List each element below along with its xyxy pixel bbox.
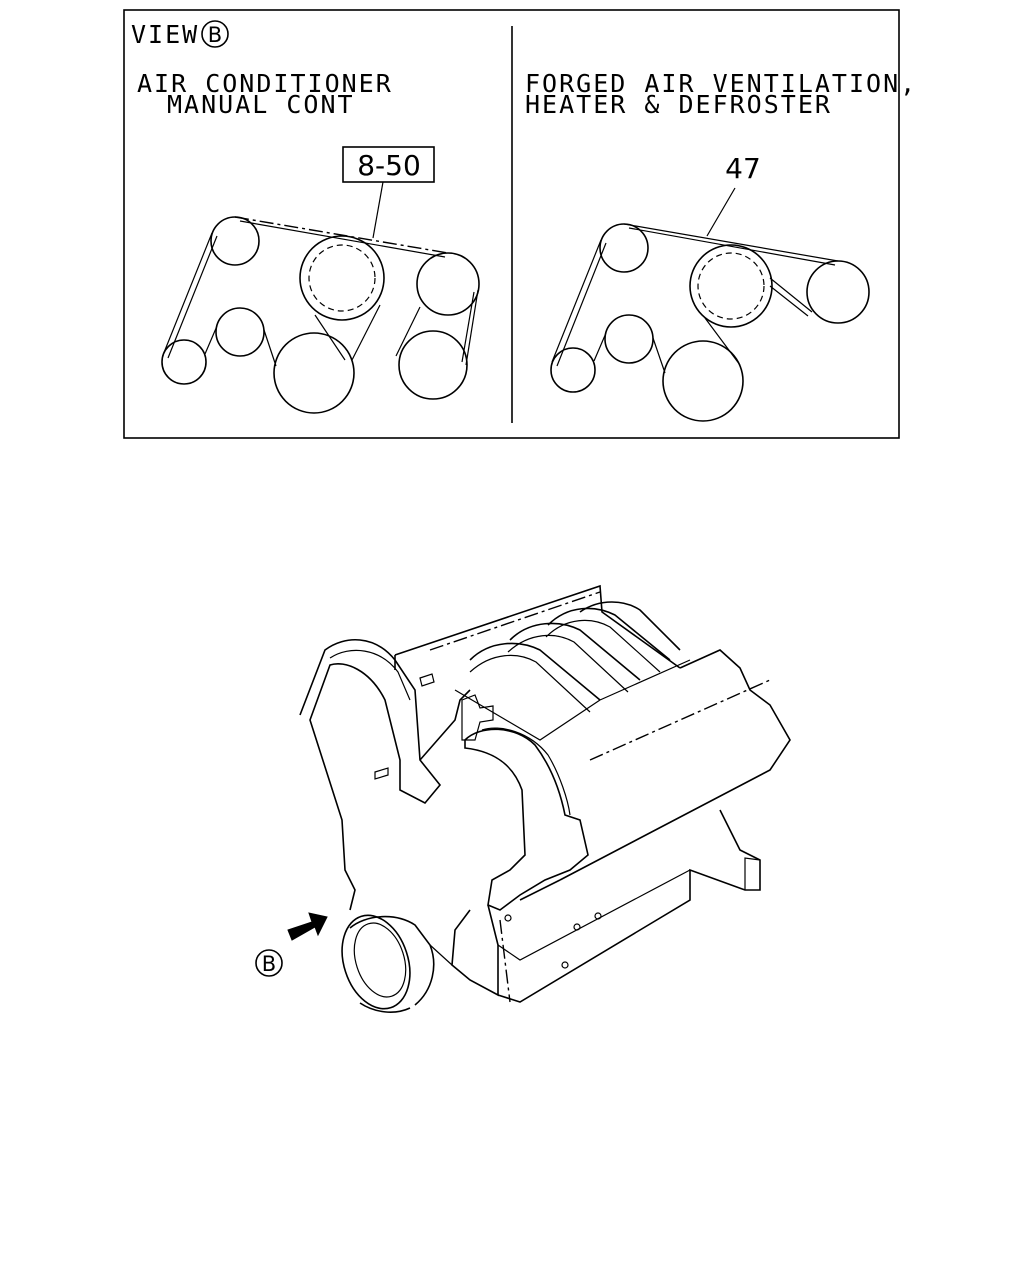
crank-pulley xyxy=(273,332,355,414)
left-panel-air-conditioner: AIR CONDITIONER MANUAL CONT 8-50 xyxy=(137,69,480,414)
detail-box-border xyxy=(123,9,900,439)
view-direction-arrow xyxy=(287,912,328,941)
pulley xyxy=(550,347,596,393)
view-b-detail-box: VIEW B AIR CONDITIONER MANUAL CONT 8-50 xyxy=(123,9,917,439)
pulley xyxy=(398,330,468,400)
pulley xyxy=(210,216,260,266)
engine-view-marker-letter: B xyxy=(262,952,276,976)
leader-line xyxy=(706,187,736,237)
intake-plenum xyxy=(394,584,681,669)
intake-runners xyxy=(454,601,681,741)
timing-cover-left xyxy=(299,639,471,911)
bolt xyxy=(374,767,389,780)
part-ref-8-50: 8-50 xyxy=(357,149,421,182)
leader-line xyxy=(372,181,384,239)
right-panel-title-line2: HEATER & DEFROSTER xyxy=(525,90,832,119)
left-panel-title-line1: AIR CONDITIONER xyxy=(137,69,393,98)
pulley xyxy=(161,339,207,385)
compressor-pulley xyxy=(299,235,385,321)
pulley-hub xyxy=(697,252,765,320)
cylinder-head xyxy=(519,649,791,901)
idler-pulley xyxy=(604,314,654,364)
idler-pulley xyxy=(215,307,265,357)
view-marker-circle: B xyxy=(255,949,283,977)
crank-pulley xyxy=(662,340,744,422)
view-marker-letter: B xyxy=(208,23,222,47)
pulley xyxy=(599,223,649,273)
right-panel-forged-air: FORGED AIR VENTILATION, HEATER & DEFROST… xyxy=(525,69,917,422)
crankshaft-pulley xyxy=(341,914,453,1013)
right-panel-title-line1: FORGED AIR VENTILATION, xyxy=(525,69,917,98)
part-ref-47: 47 xyxy=(725,152,761,185)
engine-block xyxy=(497,809,761,1003)
pulley xyxy=(416,252,480,316)
timing-cover-right xyxy=(451,694,589,997)
part-ref-box xyxy=(342,146,435,183)
pulley xyxy=(689,244,773,328)
pulley xyxy=(806,260,870,324)
mount-bracket xyxy=(461,694,494,741)
compressor-clutch xyxy=(308,244,376,312)
bolt xyxy=(419,673,435,687)
view-label: VIEW xyxy=(131,20,199,49)
view-marker-circle: B xyxy=(201,20,229,48)
left-panel-title-line2: MANUAL CONT xyxy=(167,90,355,119)
drive-belt xyxy=(162,216,479,367)
engine-assembly: B xyxy=(255,584,791,1013)
drive-belt xyxy=(551,223,839,374)
